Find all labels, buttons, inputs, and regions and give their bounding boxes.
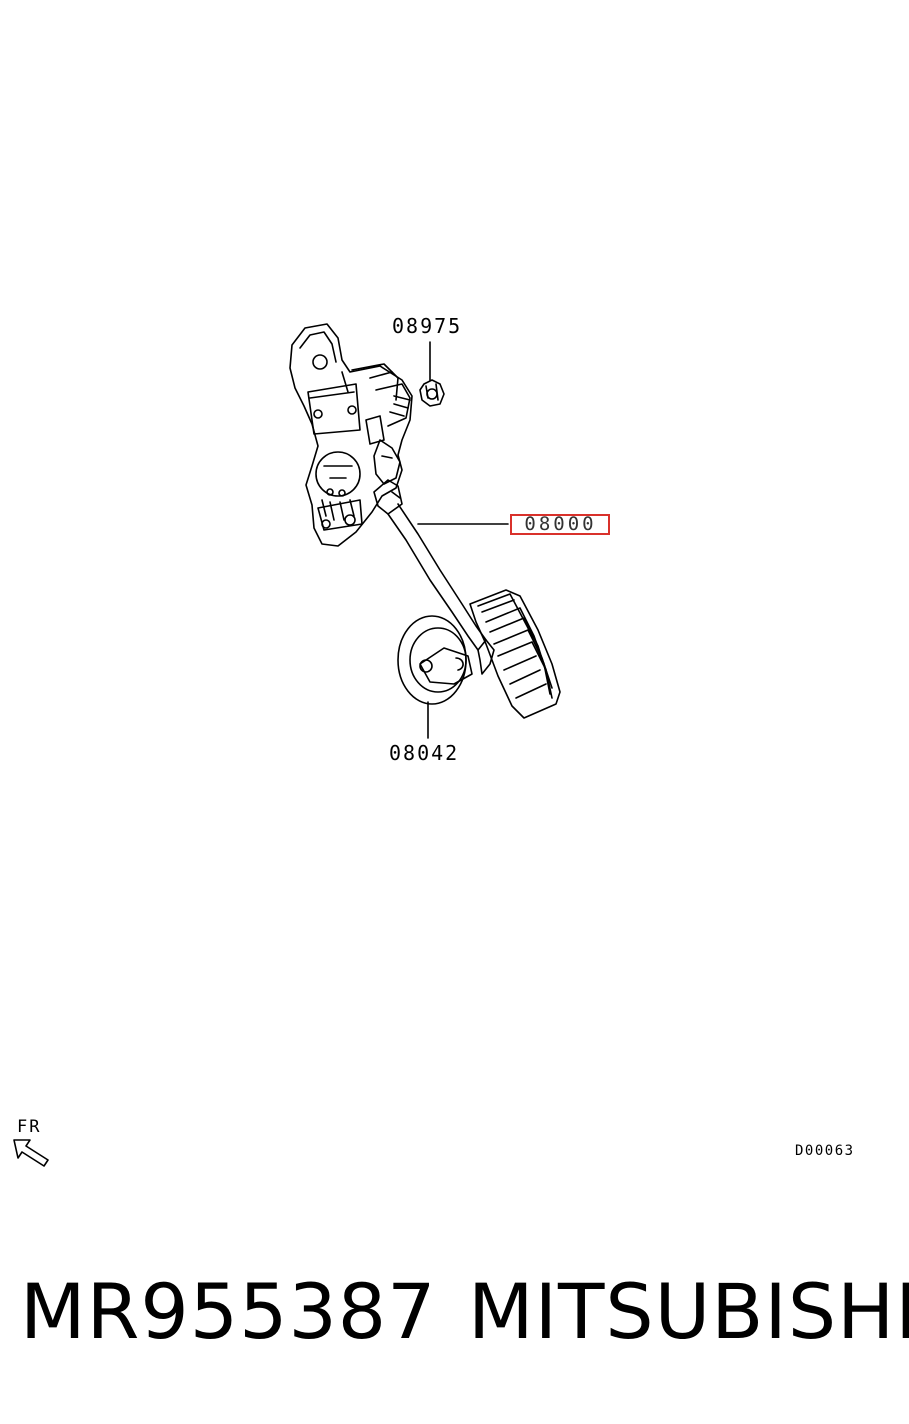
part-number: MR955387 xyxy=(20,1267,437,1356)
pedal-arm xyxy=(373,479,495,675)
brand-name: MITSUBISHI xyxy=(468,1267,909,1356)
pedal-stopper xyxy=(397,615,473,705)
callout-08975: 08975 xyxy=(392,314,463,338)
callout-08042: 08042 xyxy=(389,741,460,765)
bolt-nut xyxy=(419,379,445,407)
footer: MR955387 MITSUBISHI xyxy=(0,1262,909,1362)
diagram-id: D00063 xyxy=(795,1143,855,1159)
pedal-pad xyxy=(469,589,561,719)
pedal-bracket xyxy=(289,323,413,547)
callout-08000-highlighted[interactable]: 08000 xyxy=(510,514,610,535)
direction-label: FR xyxy=(17,1117,42,1137)
front-direction-arrow-icon xyxy=(13,1139,49,1167)
